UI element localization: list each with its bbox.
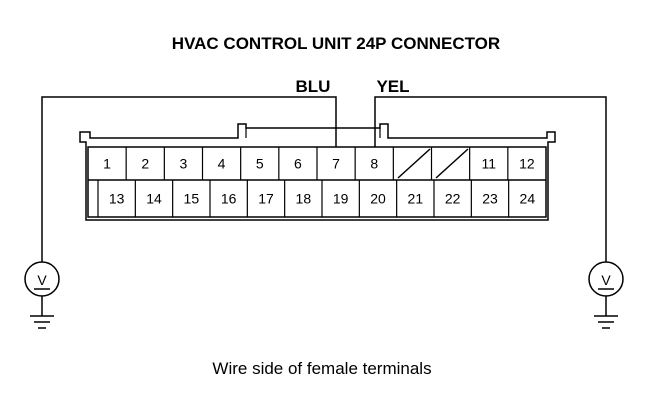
pin-18: 18: [296, 191, 312, 207]
left-ground-icon: [30, 315, 54, 329]
pin-1: 1: [103, 156, 111, 172]
wire-label-yel: YEL: [376, 77, 409, 96]
pin-2: 2: [141, 156, 149, 172]
blu-wire: [41, 96, 337, 262]
yel-wire: [374, 96, 607, 262]
pin-6: 6: [294, 156, 302, 172]
left-voltmeter: V: [24, 261, 60, 329]
right-voltmeter-symbol: V: [601, 272, 611, 288]
pin-17: 17: [258, 191, 274, 207]
pin-12: 12: [519, 156, 535, 172]
right-ground-icon: [594, 315, 618, 329]
left-voltmeter-symbol: V: [37, 272, 47, 288]
pin-11: 11: [481, 156, 496, 172]
pin-15: 15: [184, 191, 200, 207]
empty-pin-marks: [397, 148, 469, 179]
wire-label-blu: BLU: [296, 77, 331, 96]
pin-21: 21: [408, 191, 424, 207]
pin-13: 13: [109, 191, 125, 207]
pin-19: 19: [333, 191, 349, 207]
diagram-title: HVAC CONTROL UNIT 24P CONNECTOR: [172, 34, 500, 53]
pin-23: 23: [482, 191, 498, 207]
wires: [41, 96, 607, 262]
pin-8: 8: [370, 156, 378, 172]
pin-24: 24: [520, 191, 536, 207]
right-voltmeter: V: [588, 261, 624, 329]
pin-22: 22: [445, 191, 461, 207]
pin-20: 20: [370, 191, 386, 207]
diagram-caption: Wire side of female terminals: [212, 359, 431, 378]
pin-7: 7: [332, 156, 340, 172]
pin-3: 3: [180, 156, 188, 172]
pin-4: 4: [218, 156, 226, 172]
pin-16: 16: [221, 191, 237, 207]
connector-bottom-row: 13 14 15 16 17 18 19 20 21 22 23 24: [97, 180, 536, 217]
pin-14: 14: [146, 191, 162, 207]
pin-5: 5: [256, 156, 264, 172]
